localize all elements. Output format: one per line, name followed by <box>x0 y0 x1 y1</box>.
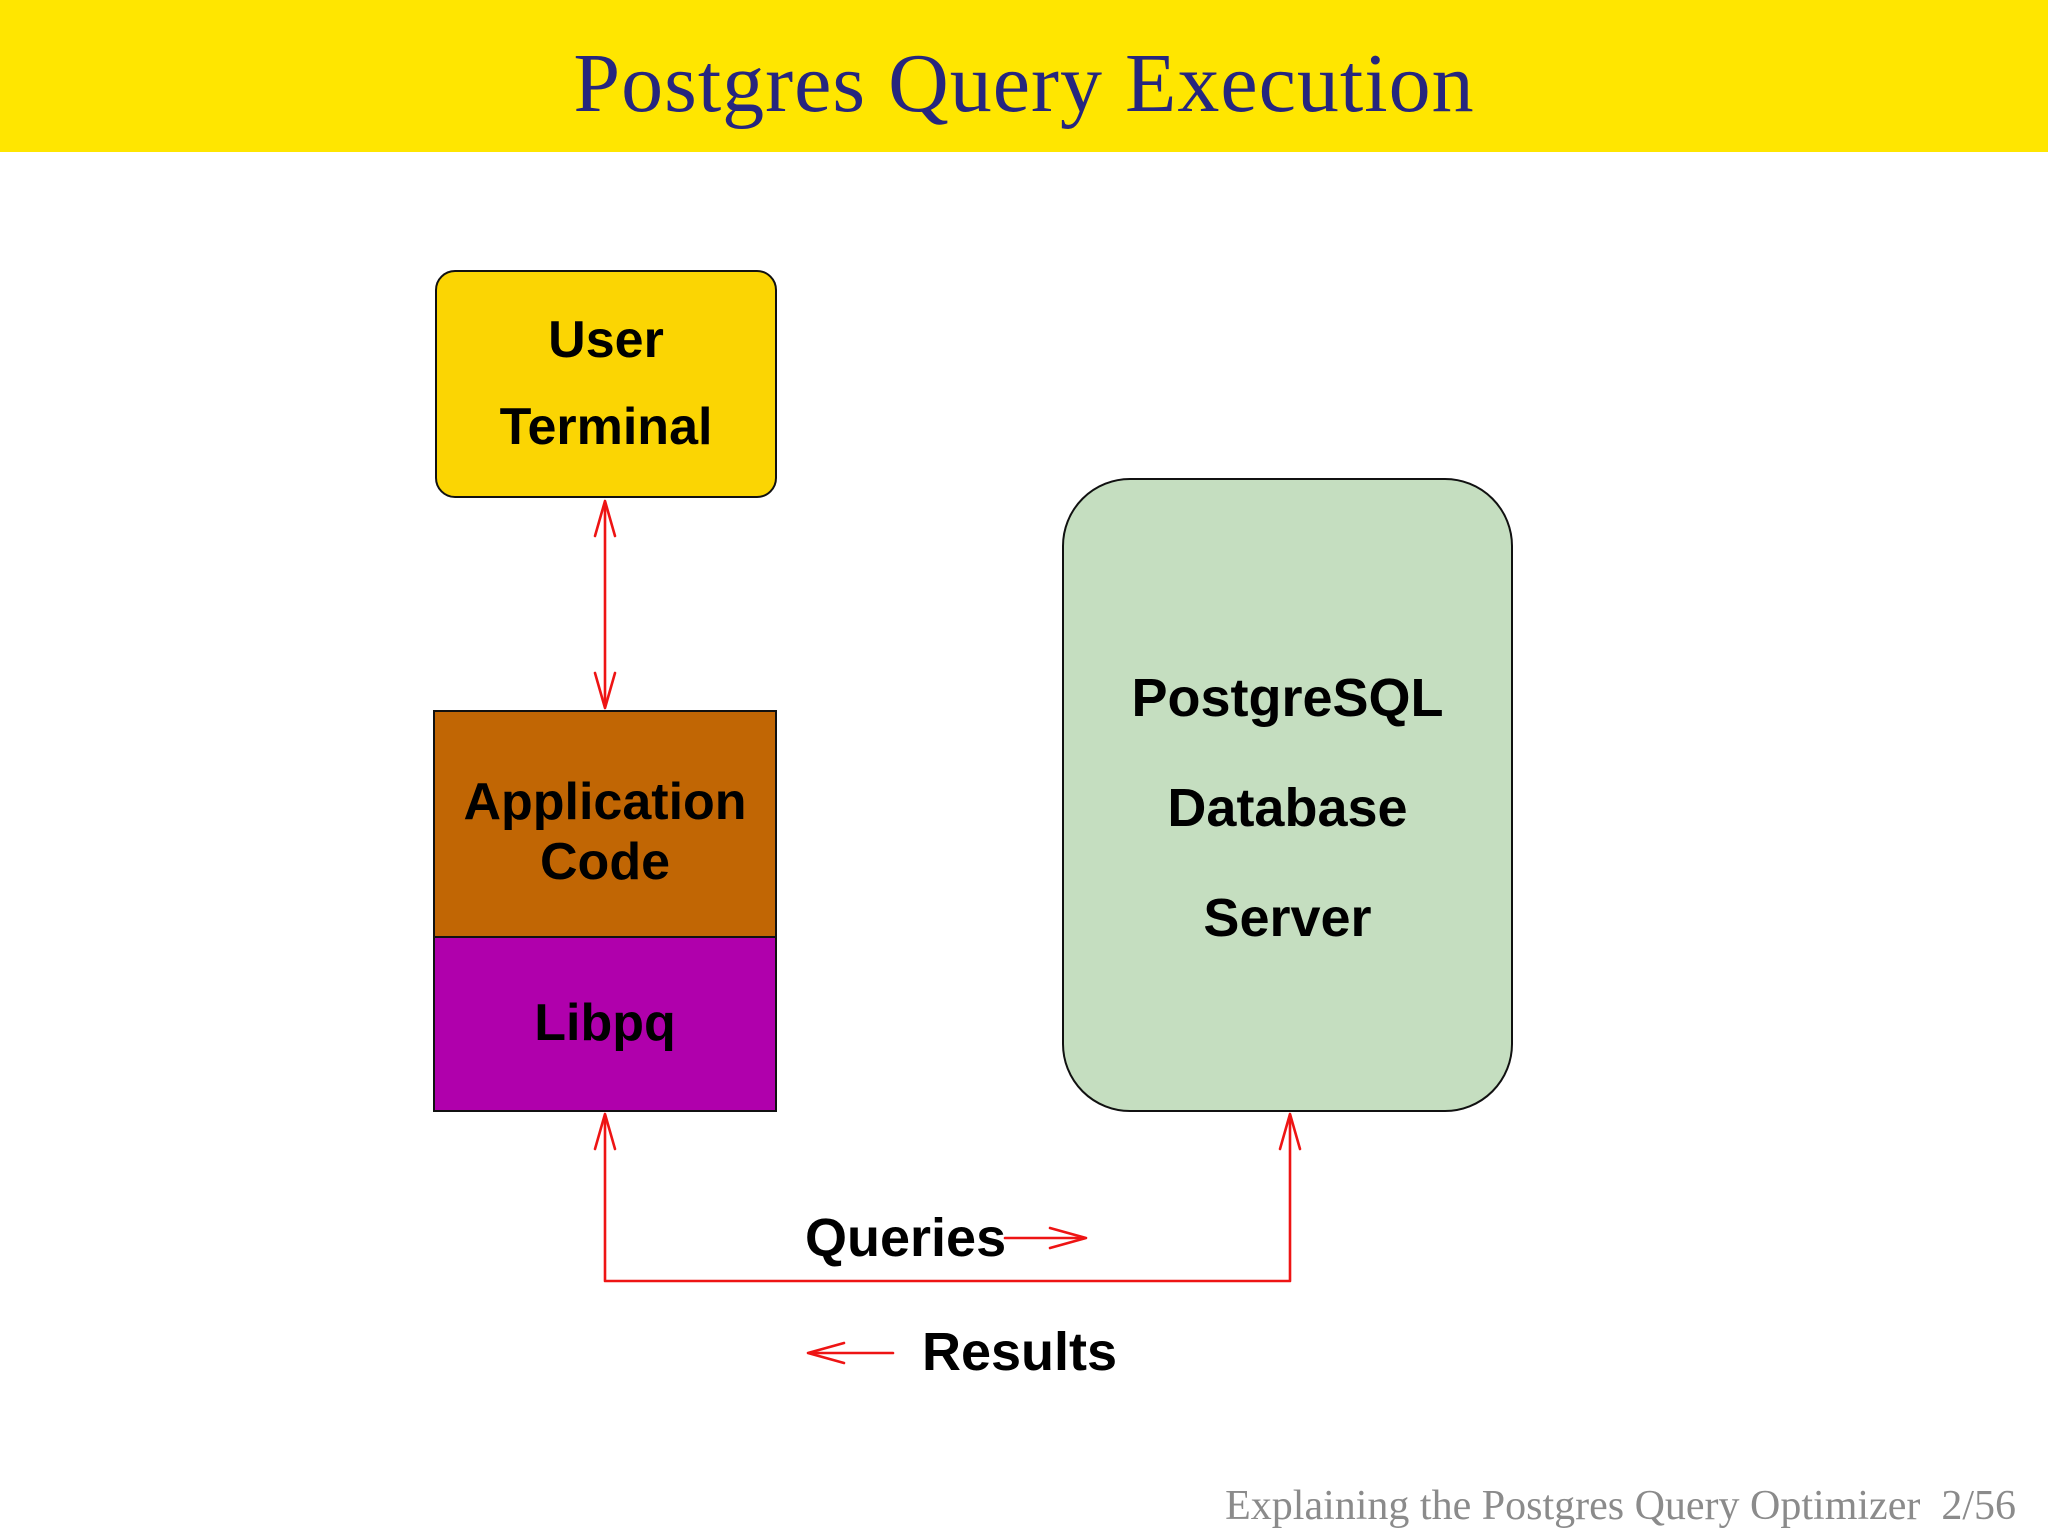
arrow-terminal-appcode <box>593 499 617 710</box>
pg-server-line3: Server <box>1203 888 1372 948</box>
queries-label: Queries <box>805 1208 1007 1268</box>
libpq-label: Libpq <box>534 994 676 1053</box>
queries-direction-arrow <box>1003 1226 1088 1250</box>
application-code-line1: Application <box>463 773 747 832</box>
application-code-line2: Code <box>540 833 670 891</box>
user-terminal-line1: User <box>548 311 664 370</box>
results-direction-arrow <box>806 1341 895 1365</box>
application-code-box: Application Code <box>433 710 777 938</box>
pg-server-line1: PostgreSQL <box>1131 668 1444 728</box>
header-bar: Postgres Query Execution <box>0 0 2048 152</box>
user-terminal-line2: Terminal <box>499 398 713 456</box>
slide-title: Postgres Query Execution <box>573 36 1475 130</box>
pg-server-line2: Database <box>1167 778 1408 838</box>
results-label: Results <box>922 1322 1118 1382</box>
user-terminal-box: User Terminal <box>435 270 777 498</box>
postgresql-server-box: PostgreSQL Database Server <box>1062 478 1513 1112</box>
footer-text: Explaining the Postgres Query Optimizer … <box>1225 1483 2016 1529</box>
libpq-box: Libpq <box>433 938 777 1112</box>
